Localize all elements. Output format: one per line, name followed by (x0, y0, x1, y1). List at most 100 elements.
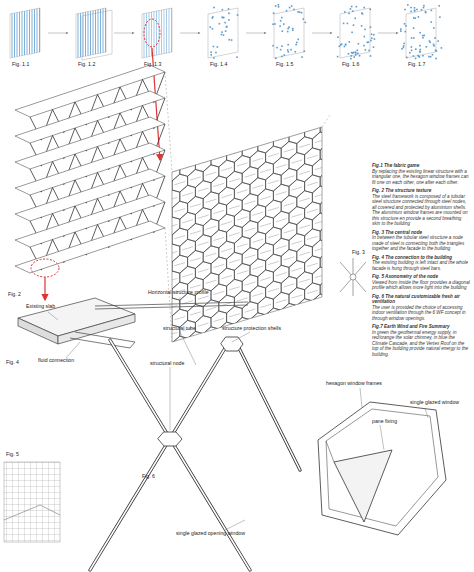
hexagon-frame (281, 274, 297, 297)
stroke (198, 269, 209, 272)
hexagon-frame (180, 156, 196, 179)
stroke (149, 13, 150, 57)
hex-dot (355, 52, 357, 54)
hexagon-frame (188, 329, 204, 342)
hex-dot (363, 7, 365, 9)
hex-dot (373, 34, 375, 36)
stroke (229, 314, 240, 317)
hex-dot (423, 7, 425, 9)
hex-dot (419, 51, 421, 53)
stroke (260, 196, 271, 199)
hex-dot (281, 56, 283, 58)
figure-number: Fig. 1.3 (144, 62, 161, 68)
hexagon-frame (320, 195, 322, 218)
hexagon-frame (211, 228, 227, 251)
callout-label: Existing slab (26, 304, 55, 310)
stroke (19, 12, 20, 56)
stroke (307, 182, 318, 185)
hex-dot (287, 31, 289, 33)
stroke (172, 197, 177, 200)
note-heading: Fig.1 (372, 163, 383, 168)
stroke (276, 165, 287, 168)
stroke (276, 219, 287, 222)
hex-dot (411, 46, 413, 48)
red-arrow (44, 277, 45, 300)
hex-dot (348, 53, 350, 55)
figure-number: Fig. 1.6 (342, 62, 359, 68)
hexagon-frame (281, 127, 297, 135)
hexagon-frame (305, 227, 321, 250)
stroke (103, 9, 104, 53)
stroke (291, 214, 302, 217)
stroke (260, 304, 271, 307)
hex-dot (210, 54, 212, 56)
panel (274, 8, 304, 58)
hexagon-frame (195, 340, 211, 342)
hex-dot (357, 53, 359, 55)
stroke (213, 291, 224, 294)
hexagon-frame (180, 183, 196, 206)
hex-dot (213, 46, 215, 48)
hexagon-frame (195, 178, 211, 201)
stroke (156, 11, 157, 55)
hexagon-frame (273, 182, 289, 205)
hex-dot (343, 23, 345, 25)
hexagon-frame (258, 214, 274, 237)
hex-dot (414, 10, 416, 12)
callout-label: Horizontal structure profile (148, 290, 209, 296)
stroke (93, 11, 94, 55)
hexagon-frame (273, 263, 289, 286)
hexagon-frame (234, 288, 250, 311)
hex-dot (438, 5, 440, 7)
hex-dot (226, 26, 228, 28)
hexagon-frame (305, 146, 321, 169)
hex-dot (292, 28, 294, 30)
callout-label: pane fixing (372, 419, 397, 425)
hex-dot (371, 33, 373, 35)
hexagon-frame (297, 242, 313, 265)
hex-dot (366, 42, 368, 44)
stroke (95, 10, 96, 54)
hexagon-frame (242, 245, 258, 268)
stroke (221, 276, 232, 279)
hexagon-frame (211, 201, 227, 224)
panel (406, 8, 436, 58)
hex-dot (353, 56, 355, 58)
stroke (276, 138, 287, 141)
figure-number: Fig. 6 (142, 474, 155, 480)
hexagon-frame (258, 241, 274, 264)
hex-dot (416, 9, 418, 11)
hex-dot (356, 6, 358, 8)
hex-dot (275, 57, 277, 59)
hex-dot (428, 56, 430, 58)
hexagon-frame (258, 295, 274, 318)
stroke (198, 215, 209, 218)
stroke (260, 277, 271, 280)
hex-dot (371, 37, 373, 39)
stroke (291, 241, 302, 244)
hex-dot (281, 45, 283, 47)
hex-dot (225, 30, 227, 32)
stroke (260, 169, 271, 172)
stroke (213, 210, 224, 213)
hexagon-frame (211, 174, 227, 197)
stroke (174, 155, 185, 158)
stroke (268, 153, 279, 156)
note-body: By replacing the existing linear structu… (372, 169, 470, 186)
hexagon-frame (234, 127, 250, 149)
hex-dot (210, 51, 212, 53)
stroke (252, 293, 263, 296)
hex-dot (422, 55, 424, 57)
figure-number: Fig. 1.1 (12, 62, 29, 68)
hex-dot (228, 13, 230, 15)
note-body: The existing building is left intact and… (372, 260, 470, 271)
stroke (169, 9, 170, 53)
stroke (299, 252, 310, 255)
note-heading: Fig.7 (372, 324, 383, 329)
hexagon-frame (172, 199, 188, 222)
stroke (198, 296, 209, 299)
stroke (260, 223, 271, 226)
stroke (221, 249, 232, 252)
hexagon-frame (320, 168, 322, 191)
hexagon-frame (234, 261, 250, 284)
